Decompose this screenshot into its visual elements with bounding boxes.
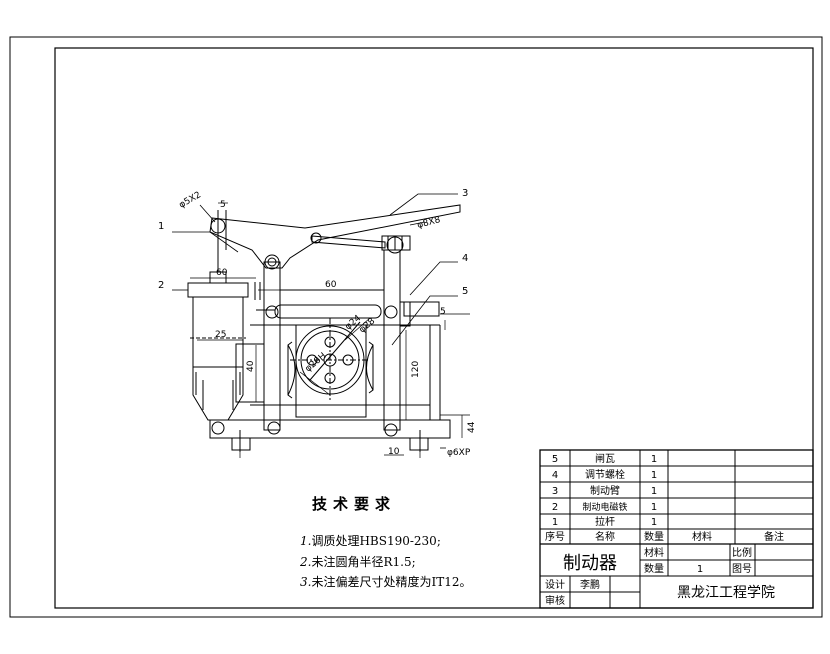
dim-text: 60 bbox=[325, 280, 337, 290]
dim-text: φ5X2 bbox=[178, 190, 203, 210]
part-no: 2 bbox=[552, 502, 558, 513]
part-name: 制动臂 bbox=[590, 484, 620, 497]
electromagnet bbox=[187, 250, 249, 421]
requirement-number: 3. bbox=[300, 575, 312, 589]
dim-text: 60 bbox=[216, 268, 228, 278]
designer-name: 李鹏 bbox=[580, 578, 600, 591]
leader-lines bbox=[172, 193, 458, 449]
header-remark: 备注 bbox=[764, 530, 784, 543]
part-qty: 1 bbox=[651, 470, 657, 481]
brake-assembly-drawing bbox=[172, 193, 470, 458]
dimension-texts: 5 φ5X2 60 60 25 40 φ20H φ24 φ28 φ8X8 120… bbox=[178, 190, 478, 458]
part-qty: 1 bbox=[651, 502, 657, 513]
part-no: 1 bbox=[552, 517, 558, 528]
brake-wheel bbox=[290, 318, 370, 418]
dim-text: 5 bbox=[220, 200, 226, 210]
dim-text: φ8X8 bbox=[416, 215, 442, 231]
leader-label: 4 bbox=[462, 253, 468, 264]
dim-text: 120 bbox=[411, 361, 421, 378]
parts-table bbox=[539, 449, 814, 609]
part-name: 拉杆 bbox=[595, 515, 615, 528]
drawing-title: 制动器 bbox=[563, 553, 617, 574]
part-no: 4 bbox=[552, 470, 558, 481]
right-brake-arm bbox=[383, 249, 401, 431]
requirement-number: 1. bbox=[300, 534, 312, 548]
header-qty: 数量 bbox=[644, 530, 664, 543]
requirement-text: 调质处理HBS190-230; bbox=[311, 534, 441, 548]
dimension-lines bbox=[190, 202, 470, 458]
link-rod bbox=[310, 232, 411, 251]
part-no: 3 bbox=[552, 486, 558, 497]
leader-numbers: 1 2 3 4 5 bbox=[158, 188, 468, 297]
requirement-text: 未注偏差尺寸处精度为IT12。 bbox=[311, 575, 472, 589]
brake-lever bbox=[209, 204, 461, 269]
scale-label: 比例 bbox=[732, 546, 752, 559]
qty-value: 1 bbox=[697, 564, 703, 575]
inner-frame bbox=[54, 47, 814, 609]
part-name: 闸瓦 bbox=[595, 452, 615, 465]
tie-rod bbox=[256, 301, 440, 319]
dim-text: 40 bbox=[246, 360, 256, 372]
header-material: 材料 bbox=[692, 530, 712, 543]
parts-table-text: 5 闸瓦 1 4 调节螺栓 1 3 制动臂 1 2 制动电磁铁 1 1 拉杆 1… bbox=[545, 452, 784, 607]
leader-label: 1 bbox=[158, 221, 164, 232]
requirement-number: 2. bbox=[300, 555, 312, 569]
leader-label: 2 bbox=[158, 280, 164, 291]
requirement-item: 1.调质处理HBS190-230; bbox=[300, 532, 441, 549]
material-label: 材料 bbox=[644, 546, 664, 559]
dim-text: 10 bbox=[388, 447, 400, 457]
school-name: 黑龙江工程学院 bbox=[677, 585, 775, 601]
dim-text: 25 bbox=[215, 330, 226, 340]
base-foot-right bbox=[409, 437, 429, 451]
drawing-no-label: 图号 bbox=[732, 563, 752, 575]
requirement-text: 未注圆角半径R1.5; bbox=[311, 555, 416, 569]
dim-text: 5 bbox=[440, 307, 446, 317]
review-label: 审核 bbox=[545, 594, 565, 607]
part-name: 调节螺栓 bbox=[585, 468, 625, 481]
header-name: 名称 bbox=[595, 530, 615, 543]
part-no: 5 bbox=[552, 454, 558, 465]
requirement-item: 3.未注偏差尺寸处精度为IT12。 bbox=[300, 573, 471, 590]
outer-border bbox=[9, 36, 823, 618]
base-plate bbox=[209, 419, 451, 439]
part-qty: 1 bbox=[651, 454, 657, 465]
base-foot-left bbox=[231, 437, 251, 451]
requirement-item: 2.未注圆角半径R1.5; bbox=[300, 553, 416, 570]
dim-text: 44 bbox=[467, 421, 477, 433]
requirements-title: 技术要求 bbox=[312, 495, 397, 513]
qty-label: 数量 bbox=[644, 562, 664, 575]
part-name: 制动电磁铁 bbox=[582, 501, 627, 513]
leader-label: 5 bbox=[462, 286, 468, 297]
header-no: 序号 bbox=[545, 530, 565, 543]
leader-label: 3 bbox=[462, 188, 468, 199]
dim-text: φ6XP bbox=[447, 448, 471, 458]
design-label: 设计 bbox=[545, 578, 565, 591]
part-qty: 1 bbox=[651, 517, 657, 528]
part-qty: 1 bbox=[651, 486, 657, 497]
